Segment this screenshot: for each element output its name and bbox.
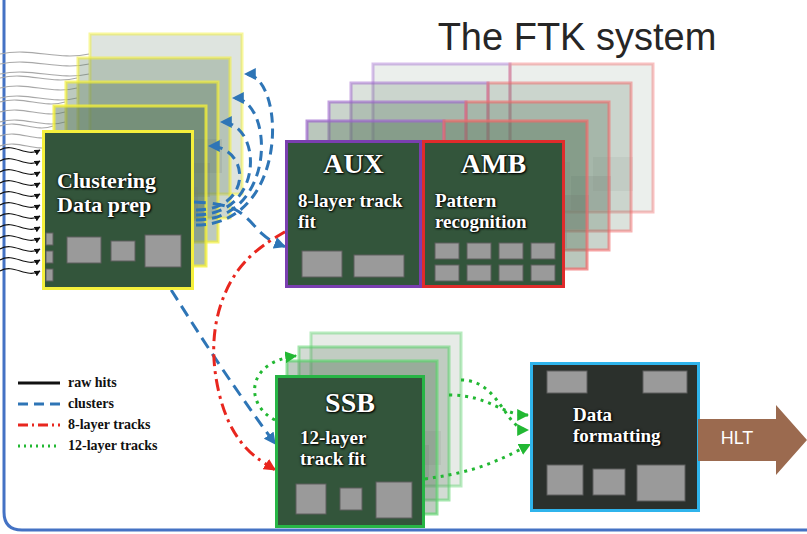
- raw-hit-wire: [0, 52, 89, 56]
- raw-hit-wire: [0, 62, 89, 66]
- raw-hit-wire: [0, 247, 40, 252]
- chip: [467, 243, 491, 259]
- chip: [111, 241, 135, 261]
- chip: [340, 488, 362, 510]
- board-label: HLT: [698, 429, 776, 449]
- board-heading: SSB: [278, 388, 422, 419]
- slide-frame: [4, 0, 807, 530]
- board-heading: AMB: [425, 149, 562, 180]
- chip: [467, 265, 491, 281]
- board-label: 8-layer track fit: [298, 191, 413, 233]
- chip: [547, 371, 587, 393]
- board-label: 12-layer track fit: [300, 428, 410, 470]
- data-formatting-board: Data formatting: [530, 362, 700, 512]
- chip: [67, 237, 101, 263]
- legend-sample: [14, 415, 64, 435]
- chip: [46, 269, 53, 281]
- legend-label: raw hits: [68, 374, 117, 392]
- chip: [531, 265, 555, 281]
- legend-entry: clusters: [14, 394, 214, 414]
- chip: [637, 465, 685, 501]
- legend-entry: raw hits: [14, 373, 214, 393]
- raw-hit-wire: [0, 236, 40, 241]
- legend-line: [18, 382, 60, 385]
- legend-sample: [14, 436, 64, 456]
- chip: [145, 235, 181, 267]
- connector: [194, 202, 285, 247]
- raw-hit-wire: [0, 76, 77, 80]
- connector: [425, 445, 530, 480]
- chip: [499, 243, 523, 259]
- raw-hit-wire: [0, 100, 65, 104]
- raw-hit-wire: [0, 258, 40, 263]
- chip: [302, 251, 342, 277]
- board-label: Data formatting: [573, 405, 683, 447]
- chip: [296, 484, 326, 514]
- legend-line: [18, 445, 60, 448]
- raw-hit-wire: [0, 269, 40, 274]
- legend-line: [18, 424, 60, 427]
- chip: [531, 243, 555, 259]
- raw-hit-wire: [0, 72, 89, 76]
- raw-hit-wire: [0, 181, 40, 186]
- arrow-shape: [698, 405, 807, 475]
- chip: [46, 251, 53, 263]
- raw-hit-wire: [0, 124, 53, 128]
- diagram-title: The FTK system: [417, 16, 737, 59]
- legend-entry: 8-layer tracks: [14, 415, 214, 435]
- track-wire: [449, 395, 528, 415]
- hlt-arrow: HLT: [698, 405, 807, 475]
- legend-entry: 12-layer tracks: [14, 436, 214, 456]
- chip: [46, 233, 53, 245]
- amb-board: AMB Pattern recognition: [422, 140, 565, 288]
- cluster-loop: [196, 74, 273, 225]
- ssb-board: SSB 12-layer track fit: [275, 375, 425, 528]
- chip: [547, 465, 583, 495]
- board-label: Clustering Data prep: [57, 169, 195, 217]
- legend-label: 12-layer tracks: [68, 437, 158, 455]
- raw-hit-wire: [0, 203, 40, 208]
- raw-hit-wire: [0, 214, 40, 219]
- legend-label: 8-layer tracks: [68, 416, 151, 434]
- board-heading: AUX: [288, 149, 419, 180]
- legend-sample: [14, 394, 64, 414]
- chip: [593, 469, 625, 495]
- clustering-board: Clustering Data prep: [42, 130, 194, 290]
- cluster-loop: [196, 98, 261, 220]
- raw-hit-wire: [0, 225, 40, 230]
- chip: [643, 371, 687, 393]
- connector: [171, 290, 275, 444]
- legend-line: [18, 403, 60, 406]
- raw-hit-wire: [0, 170, 40, 175]
- chip: [499, 265, 523, 281]
- raw-hit-wire: [0, 148, 40, 153]
- raw-hit-wire: [0, 159, 40, 164]
- chip: [376, 482, 412, 518]
- legend-sample: [14, 373, 64, 393]
- raw-hit-wire: [0, 192, 40, 197]
- chip: [435, 265, 459, 281]
- legend-label: clusters: [68, 395, 114, 413]
- chip: [435, 243, 459, 259]
- aux-board: AUX 8-layer track fit: [285, 140, 422, 288]
- track-wire: [461, 380, 528, 430]
- chip: [354, 255, 404, 277]
- board-label: Pattern recognition: [435, 191, 560, 233]
